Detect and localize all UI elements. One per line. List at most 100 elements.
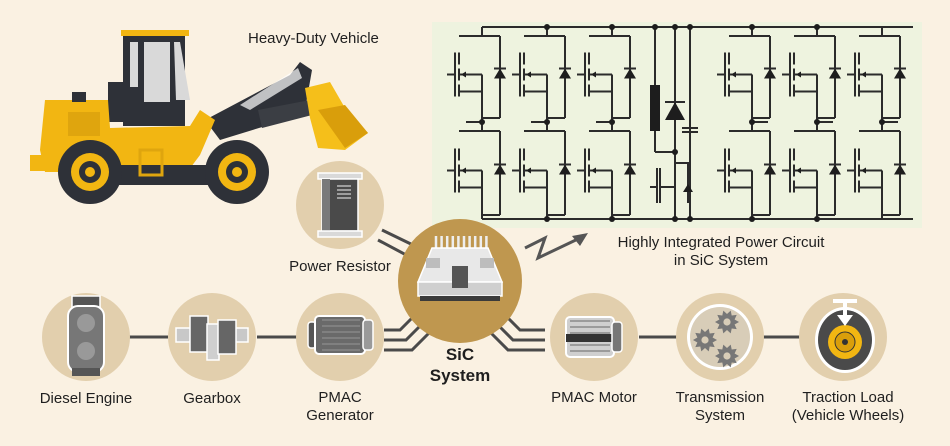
arrow (461, 167, 466, 174)
junction-dot (749, 119, 755, 125)
mosfet-switch (782, 27, 841, 122)
diode (764, 164, 776, 175)
diesel-engine-node (42, 293, 130, 381)
diode (829, 164, 841, 175)
gear (693, 328, 717, 352)
junction-dot (672, 149, 678, 155)
circuit-caption-line1: Highly Integrated Power Circuit (617, 234, 825, 251)
chain-label-pmac-motor: PMAC Motor (534, 389, 654, 407)
label-line2: (Vehicle Wheels) (791, 407, 905, 424)
transmission-node (676, 293, 764, 381)
rear-wheel (58, 140, 122, 204)
diode (624, 68, 636, 79)
mosfet-switch (512, 27, 571, 122)
junction-dot (609, 216, 615, 222)
junction-dot (544, 119, 550, 125)
mosfet-switch (717, 27, 776, 122)
arrow (731, 167, 736, 174)
traction-load-node (799, 293, 887, 381)
label-line1: PMAC (318, 389, 362, 406)
label-line1: PMAC Motor (551, 389, 637, 406)
motor-icon (565, 316, 623, 358)
vehicle-label: Heavy-Duty Vehicle (248, 30, 379, 47)
junction-dot (544, 24, 550, 30)
pmac-motor-node (550, 293, 638, 381)
sic-system-label: SiC System (420, 344, 500, 386)
mosfet-switch (847, 122, 906, 219)
label-line1: Transmission (675, 389, 765, 406)
circuit-caption: Highly Integrated Power Circuit in SiC S… (606, 234, 836, 270)
chain-label-transmission: Transmission System (655, 389, 785, 425)
chain-label-gearbox: Gearbox (152, 390, 272, 408)
label-line1: Gearbox (183, 390, 241, 407)
sic-system-label-line1: SiC (445, 345, 475, 364)
arrow (526, 167, 531, 174)
junction-dot (749, 24, 755, 30)
wheel-load-icon (815, 299, 875, 373)
gear (715, 310, 739, 334)
arrow (731, 71, 736, 78)
junction-dot (609, 119, 615, 125)
pmac-generator-node (296, 293, 384, 381)
junction-dot (749, 216, 755, 222)
arrow (591, 71, 596, 78)
generator-icon (307, 315, 374, 355)
mosfet-switch (577, 122, 636, 219)
mosfet-switch (717, 122, 776, 219)
junction-dot (672, 216, 678, 222)
front-wheel (205, 140, 269, 204)
gearbox-icon (175, 315, 249, 361)
junction-dot (687, 24, 693, 30)
junction-dot (879, 119, 885, 125)
sic-system-label-line2: System (429, 366, 491, 385)
label-line2: Generator (306, 407, 374, 424)
diode (894, 164, 906, 175)
diode (683, 184, 693, 192)
junction-dot (687, 216, 693, 222)
junction-dot (479, 119, 485, 125)
diode (829, 68, 841, 79)
sic-system-node (398, 219, 522, 343)
arrow (861, 71, 866, 78)
arrow (861, 167, 866, 174)
arrow (796, 71, 801, 78)
chain-label-pmac-generator: PMAC Generator (280, 389, 400, 425)
chain-label-diesel-engine: Diesel Engine (26, 390, 146, 408)
mosfet-switch (847, 27, 906, 122)
junction-dot (814, 216, 820, 222)
sic-module-icon (416, 236, 504, 301)
diode (894, 68, 906, 79)
arrow (796, 167, 801, 174)
junction-dot (609, 24, 615, 30)
power-circuit-schematic (432, 22, 922, 228)
mosfet-switch (782, 122, 841, 219)
arrow (526, 71, 531, 78)
diode (624, 164, 636, 175)
mosfet-switch (447, 27, 506, 122)
label-line1: Traction Load (802, 389, 894, 406)
arrow (591, 167, 596, 174)
power-resistor-node (296, 161, 384, 249)
connection-wires (128, 228, 801, 352)
diode (494, 68, 506, 79)
diode (665, 102, 685, 120)
circuit-caption-line2: in SiC System (673, 252, 769, 269)
diode (559, 68, 571, 79)
label-line2: System (694, 407, 745, 424)
arrow (461, 71, 466, 78)
circuit-pointer-arrow (524, 233, 588, 261)
mosfet-switch (447, 122, 506, 219)
junction-dot (652, 24, 658, 30)
diode (764, 68, 776, 79)
junction-dot (814, 119, 820, 125)
mosfet-switch (577, 27, 636, 122)
chain-label-traction-load: Traction Load (Vehicle Wheels) (778, 389, 918, 425)
junction-dot (814, 24, 820, 30)
diode (494, 164, 506, 175)
gear (715, 344, 739, 368)
label-line1: Diesel Engine (39, 390, 133, 407)
inductor (650, 85, 660, 131)
planetary-gear-icon (687, 304, 753, 370)
resistor-cabinet-icon (317, 172, 363, 238)
